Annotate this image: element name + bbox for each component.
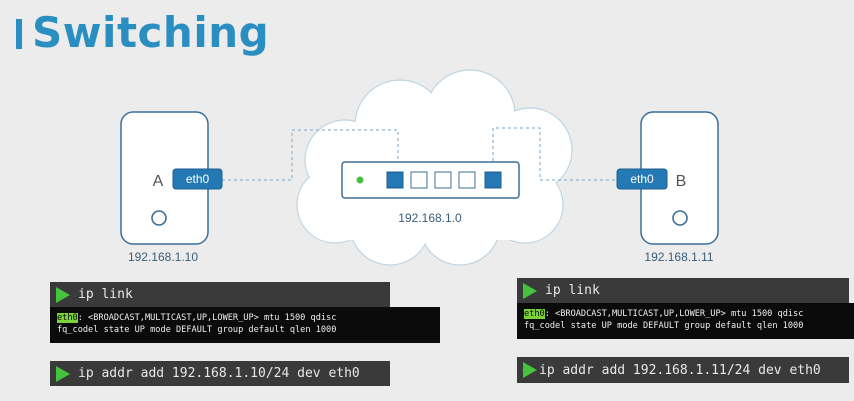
host-a: A eth0 192.168.1.10 bbox=[120, 111, 223, 264]
host-b-ip: 192.168.1.11 bbox=[644, 250, 714, 264]
prompt-arrow-icon bbox=[523, 282, 537, 299]
left-cmd1-text: ip link bbox=[78, 287, 133, 302]
switch-port-5 bbox=[484, 171, 502, 189]
left-terminal-cmd-ip-link: ip link bbox=[50, 282, 390, 307]
subnet-label: 192.168.1.0 bbox=[398, 211, 462, 225]
left-terminal-output: eth0: <BROADCAST,MULTICAST,UP,LOWER_UP> … bbox=[50, 307, 440, 343]
right-output-line2: fq_codel state UP mode DEFAULT group def… bbox=[524, 321, 804, 331]
prompt-arrow-icon bbox=[56, 286, 70, 303]
prompt-arrow-icon bbox=[56, 365, 70, 382]
host-a-ip: 192.168.1.10 bbox=[128, 250, 198, 264]
host-a-interface bbox=[172, 168, 223, 190]
left-output-line1: : <BROADCAST,MULTICAST,UP,LOWER_UP> mtu … bbox=[77, 313, 337, 323]
right-cmd1-text: ip link bbox=[545, 283, 600, 298]
right-cmd2-text: ip addr add 192.168.1.11/24 dev eth0 bbox=[539, 362, 821, 378]
left-output-line2: fq_codel state UP mode DEFAULT group def… bbox=[57, 325, 337, 335]
switch-led bbox=[356, 176, 364, 184]
right-output-iface: eth0 bbox=[524, 309, 545, 319]
prompt-arrow-icon bbox=[523, 362, 537, 378]
host-b-interface bbox=[616, 168, 668, 190]
switch-port-4 bbox=[458, 171, 476, 189]
switch bbox=[341, 161, 520, 199]
host-b-power-icon bbox=[672, 210, 688, 226]
switch-port-1 bbox=[386, 171, 404, 189]
host-a-name: A bbox=[153, 173, 164, 190]
host-b: B eth0 192.168.1.11 bbox=[616, 111, 719, 264]
right-output-line1: : <BROADCAST,MULTICAST,UP,LOWER_UP> mtu … bbox=[544, 309, 804, 319]
left-terminal-cmd-ip-addr: ip addr add 192.168.1.10/24 dev eth0 bbox=[50, 361, 390, 386]
switch-port-2 bbox=[410, 171, 428, 189]
switch-port-3 bbox=[434, 171, 452, 189]
host-a-interface-label: eth0 bbox=[186, 172, 210, 186]
link-lines bbox=[222, 127, 615, 181]
host-b-name: B bbox=[676, 173, 687, 190]
host-b-interface-label: eth0 bbox=[630, 172, 654, 186]
left-cmd2-text: ip addr add 192.168.1.10/24 dev eth0 bbox=[78, 366, 360, 381]
page-title: Switching bbox=[32, 8, 270, 57]
right-terminal-output: eth0: <BROADCAST,MULTICAST,UP,LOWER_UP> … bbox=[517, 303, 854, 339]
right-terminal-cmd-ip-addr: ip addr add 192.168.1.11/24 dev eth0 bbox=[517, 357, 849, 383]
left-output-iface: eth0 bbox=[57, 313, 78, 323]
host-a-power-icon bbox=[151, 210, 167, 226]
link-a-to-switch bbox=[222, 129, 399, 181]
link-b-to-switch bbox=[492, 127, 615, 181]
right-terminal-cmd-ip-link: ip link bbox=[517, 278, 849, 303]
title-accent-bar bbox=[16, 19, 22, 49]
